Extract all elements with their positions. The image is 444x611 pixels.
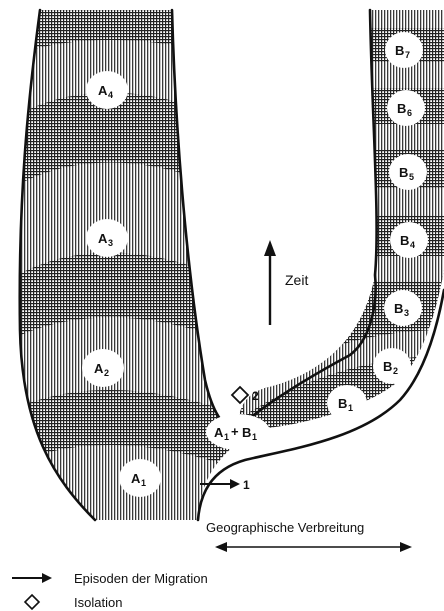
zone-b1-sub: 1	[348, 403, 353, 413]
zone-a4-letter: A	[98, 83, 108, 98]
zone-a1b1-b-letter: B	[242, 425, 251, 440]
zone-b4-sub: 4	[410, 240, 415, 250]
zone-b3-sub: 3	[404, 308, 409, 318]
isolation-marker: 2	[232, 387, 259, 403]
zone-b5-letter: B	[399, 165, 408, 180]
zone-b4-letter: B	[400, 233, 409, 248]
zone-b7-sub: 7	[405, 50, 410, 60]
zone-b2: B 2	[373, 348, 411, 384]
zone-b3-letter: B	[394, 301, 403, 316]
zone-b7: B 7	[385, 32, 423, 68]
zone-b4: B 4	[390, 222, 428, 258]
zone-b1-letter: B	[338, 396, 347, 411]
time-arrow: Zeit	[264, 240, 308, 325]
zone-a2-letter: A	[94, 361, 104, 376]
zone-a2-sub: 2	[104, 368, 109, 378]
zone-a4-sub: 4	[108, 90, 113, 100]
legend-isolation-label: Isolation	[74, 595, 122, 610]
zone-a1b1-b-sub: 1	[252, 432, 257, 442]
zone-a1b1-plus: +	[231, 424, 239, 439]
legend-migration: Episoden der Migration	[12, 571, 208, 586]
isolation-diamond-icon	[232, 387, 248, 403]
zone-a1: A 1	[119, 459, 161, 497]
legend: Episoden der Migration Isolation	[12, 571, 208, 610]
zone-a2: A 2	[82, 349, 124, 387]
zone-b3: B 3	[384, 290, 422, 326]
zone-a1-sub: 1	[141, 478, 146, 488]
zone-a4: A 4	[86, 71, 128, 109]
legend-diamond-icon	[25, 595, 39, 609]
zone-b5-sub: 5	[409, 172, 414, 182]
zone-a3-letter: A	[98, 231, 108, 246]
zone-a1-letter: A	[131, 471, 141, 486]
zone-b1: B 1	[327, 385, 367, 421]
distribution-axis: Geographische Verbreitung	[206, 520, 412, 552]
isolation-marker-number: 2	[252, 389, 259, 403]
zone-b6-letter: B	[397, 101, 406, 116]
distribution-label: Geographische Verbreitung	[206, 520, 364, 535]
zone-a3: A 3	[86, 219, 128, 257]
zone-b6-sub: 6	[407, 108, 412, 118]
migration-marker-number: 1	[243, 478, 250, 492]
time-label: Zeit	[285, 272, 308, 288]
legend-migration-label: Episoden der Migration	[74, 571, 208, 586]
zone-a1b1-a-letter: A	[214, 425, 224, 440]
zone-a1-b1: A 1 + B 1	[206, 414, 270, 450]
zone-b2-sub: 2	[393, 366, 398, 376]
zone-a1b1-a-sub: 1	[224, 432, 229, 442]
zone-b5: B 5	[389, 154, 427, 190]
legend-isolation: Isolation	[25, 595, 122, 610]
zone-b6: B 6	[387, 90, 425, 126]
zone-a3-sub: 3	[108, 238, 113, 248]
zone-b7-letter: B	[395, 43, 404, 58]
zone-b2-letter: B	[383, 359, 392, 374]
